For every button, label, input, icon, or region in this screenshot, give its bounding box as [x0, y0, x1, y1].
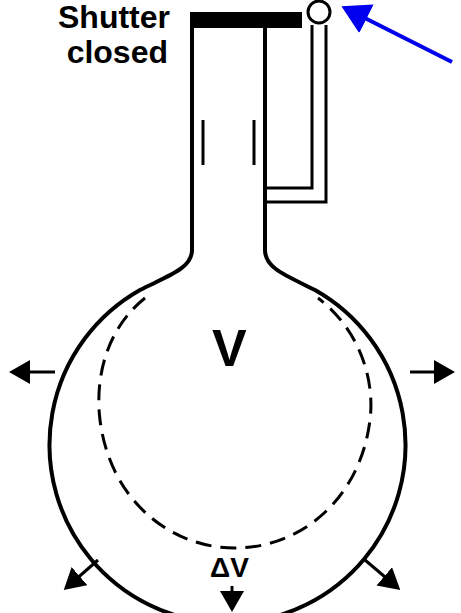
joint-line: [253, 120, 256, 165]
side-tube: [265, 40, 326, 202]
expansion-arrow: [231, 586, 234, 609]
volume-label: V: [212, 320, 247, 377]
flask-outline: [49, 28, 405, 613]
expansion-arrow: [365, 560, 398, 588]
dashed-boundary: [99, 298, 371, 548]
stopper: [190, 12, 302, 28]
delta-volume-label: ΔV: [210, 553, 249, 584]
expansion-arrow: [66, 560, 98, 588]
expansion-arrow: [12, 371, 55, 374]
pointer-arrow: [345, 8, 452, 62]
side-tube: [265, 40, 312, 188]
stopcock: [308, 1, 330, 23]
side-tube: [312, 25, 326, 40]
joint-line: [202, 120, 205, 165]
expansion-arrow: [410, 371, 452, 374]
shutter-label: Shutter closed: [58, 0, 168, 70]
